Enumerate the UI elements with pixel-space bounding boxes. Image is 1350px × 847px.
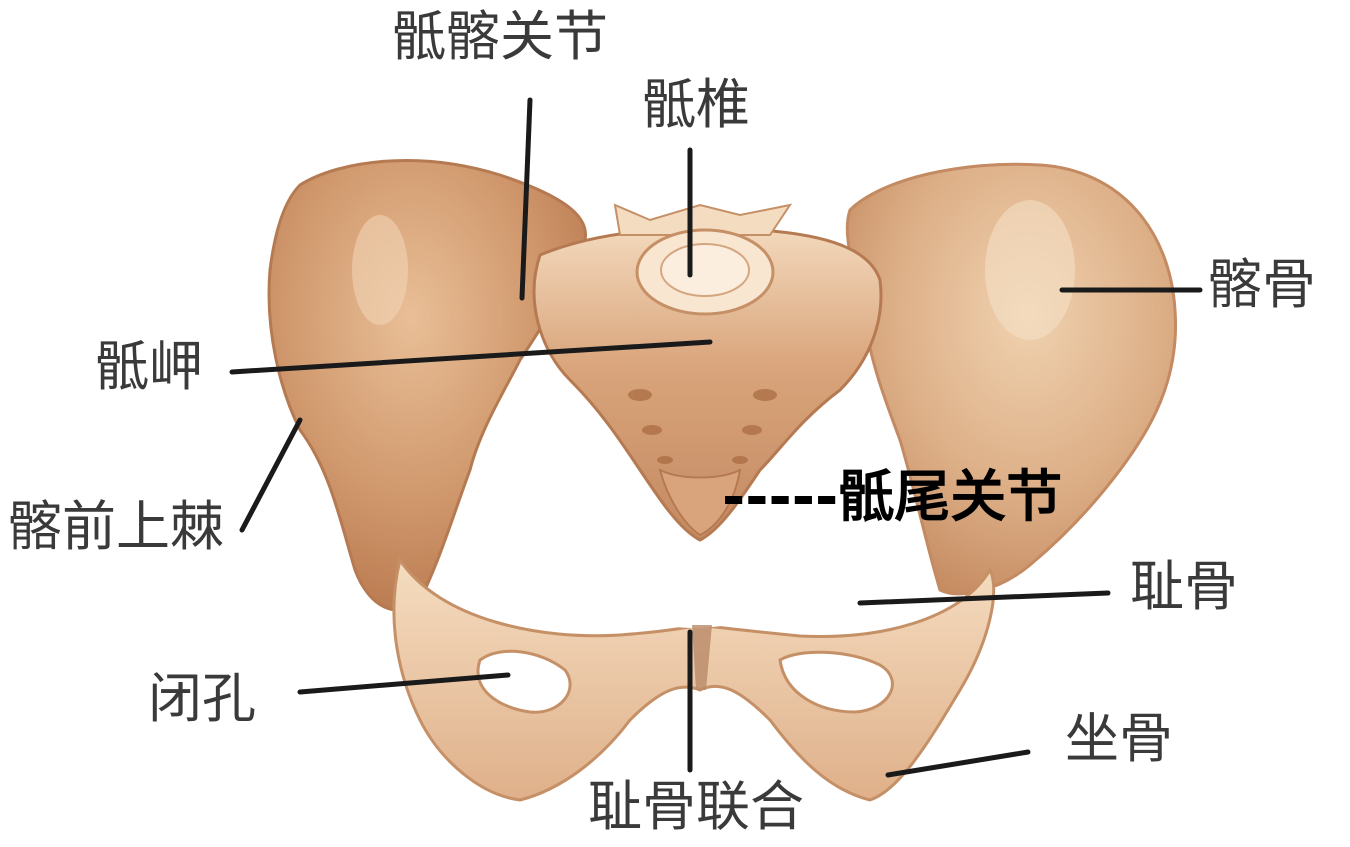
leader-asis — [242, 420, 300, 530]
label-sacrococcygeal-joint: -----骶尾关节 — [722, 470, 1062, 526]
label-ilium: 髂骨 — [1208, 258, 1316, 312]
label-pubic-symphysis: 耻骨联合 — [588, 780, 804, 834]
vertebral-disc — [661, 244, 749, 296]
label-pubis: 耻骨 — [1130, 560, 1238, 614]
label-sacral-promontory: 骶岬 — [95, 340, 203, 394]
ilium-highlight-right — [985, 200, 1075, 340]
label-ischium: 坐骨 — [1065, 712, 1173, 766]
label-sacroiliac-joint: 骶髂关节 — [392, 10, 608, 64]
label-asis: 髂前上棘 — [8, 500, 224, 554]
label-obturator-foramen: 闭孔 — [148, 672, 256, 726]
label-sacral-vertebra: 骶椎 — [642, 78, 750, 132]
ilium-highlight-left — [352, 215, 408, 325]
